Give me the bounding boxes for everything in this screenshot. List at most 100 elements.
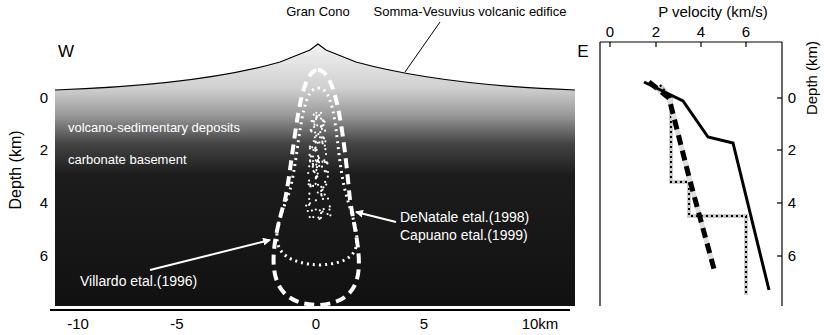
earthquake-dot <box>320 112 322 114</box>
earthquake-dot <box>310 185 312 187</box>
earthquake-dot <box>316 166 318 168</box>
earthquake-dot <box>326 213 328 215</box>
direction-label: E <box>577 43 588 62</box>
axis-title: Depth (km) <box>7 130 25 209</box>
earthquake-dot <box>314 136 316 138</box>
earthquake-dot <box>312 155 314 157</box>
tick-label: 6 <box>788 248 796 265</box>
earthquake-dot <box>323 159 325 161</box>
earthquake-dot <box>321 128 323 130</box>
earthquake-dot <box>310 130 312 132</box>
tick-label: 4 <box>697 24 705 41</box>
earthquake-dot <box>309 154 311 156</box>
earthquake-dot <box>313 126 315 128</box>
tick-label: -5 <box>170 316 183 333</box>
earthquake-dot <box>320 190 322 192</box>
earthquake-dot <box>317 133 319 135</box>
earthquake-dot <box>318 114 320 116</box>
profile-dashed <box>649 82 714 269</box>
earthquake-dot <box>321 161 323 163</box>
earthquake-dot <box>321 166 323 168</box>
earthquake-dot <box>310 129 312 131</box>
earthquake-dot <box>323 120 325 122</box>
earthquake-dot <box>315 183 317 185</box>
earthquake-dot <box>319 136 321 138</box>
earthquake-dot <box>311 210 313 212</box>
earthquake-dot <box>319 209 321 211</box>
earthquake-dot <box>315 159 317 161</box>
earthquake-dot <box>309 216 311 218</box>
tick-label: 4 <box>40 195 48 212</box>
earthquake-dot <box>318 165 320 167</box>
topography-line <box>55 44 575 90</box>
earthquake-dot <box>312 149 314 151</box>
villardo-outline <box>277 88 357 265</box>
earthquake-dot <box>312 170 314 172</box>
earthquake-dot <box>320 118 322 120</box>
earthquake-dot <box>312 216 314 218</box>
denatale-capuano-outline <box>274 70 359 305</box>
tick-label: 0 <box>606 24 614 41</box>
tick-label: 4 <box>788 195 796 212</box>
earthquake-dot <box>325 153 327 155</box>
earthquake-dot <box>315 140 317 142</box>
tick-label: 6 <box>40 248 48 265</box>
distance-axis <box>50 309 570 311</box>
earthquake-dot <box>326 161 328 163</box>
earthquake-dot <box>314 131 316 133</box>
earthquake-dot <box>318 157 320 159</box>
earthquake-dot <box>320 193 322 195</box>
tick-label: 2 <box>40 142 48 159</box>
earthquake-dot <box>309 159 311 161</box>
leader-arrow <box>356 212 396 222</box>
earthquake-dot <box>318 161 320 163</box>
earthquake-dot <box>315 135 317 137</box>
earthquake-dot <box>309 183 311 185</box>
earthquake-dot <box>324 181 326 183</box>
profile-solid <box>644 82 769 290</box>
earthquake-dot <box>322 186 324 188</box>
axis-title: Depth (km) <box>804 41 821 115</box>
layer-label: volcano-sedimentary deposits <box>68 121 240 135</box>
earthquake-dot <box>313 114 315 116</box>
earthquake-dot <box>311 120 313 122</box>
earthquake-dot <box>315 112 317 114</box>
earthquake-dot <box>315 164 317 166</box>
earthquake-dot <box>313 120 315 122</box>
tick-label: 5 <box>420 316 428 333</box>
earthquake-dot <box>323 208 325 210</box>
earthquake-dot <box>314 148 316 150</box>
earthquake-dot <box>329 205 331 207</box>
reference-label: Villardo etal.(1996) <box>80 274 197 289</box>
leader-line <box>405 22 440 72</box>
earthquake-dot <box>315 199 317 201</box>
earthquake-dot <box>320 186 322 188</box>
earthquake-dot <box>307 172 309 174</box>
earthquake-dot <box>326 162 328 164</box>
earthquake-dot <box>327 198 329 200</box>
earthquake-dot <box>322 198 324 200</box>
earthquake-dot <box>319 131 321 133</box>
tick-label: 0 <box>312 316 320 333</box>
earthquake-dot <box>305 205 307 207</box>
earthquake-dot <box>328 209 330 211</box>
earthquake-dot <box>315 141 317 143</box>
earthquake-dot <box>329 214 331 216</box>
earthquake-dot <box>311 146 313 148</box>
earthquake-dot <box>309 202 311 204</box>
earthquake-dot <box>317 216 319 218</box>
feature-label: Gran Cono <box>286 5 350 19</box>
velocity-axes <box>600 42 782 306</box>
earthquake-dot <box>313 140 315 142</box>
earthquake-dot <box>317 155 319 157</box>
tick-label: 6 <box>742 24 750 41</box>
earthquake-dot <box>308 165 310 167</box>
earthquake-dot <box>315 177 317 179</box>
reference-label: DeNatale etal.(1998) <box>400 210 529 225</box>
tick-label: 10km <box>522 316 559 333</box>
earthquake-dot <box>320 217 322 219</box>
earthquake-dot <box>322 124 324 126</box>
direction-label: W <box>58 43 74 62</box>
earthquake-dot <box>317 173 319 175</box>
